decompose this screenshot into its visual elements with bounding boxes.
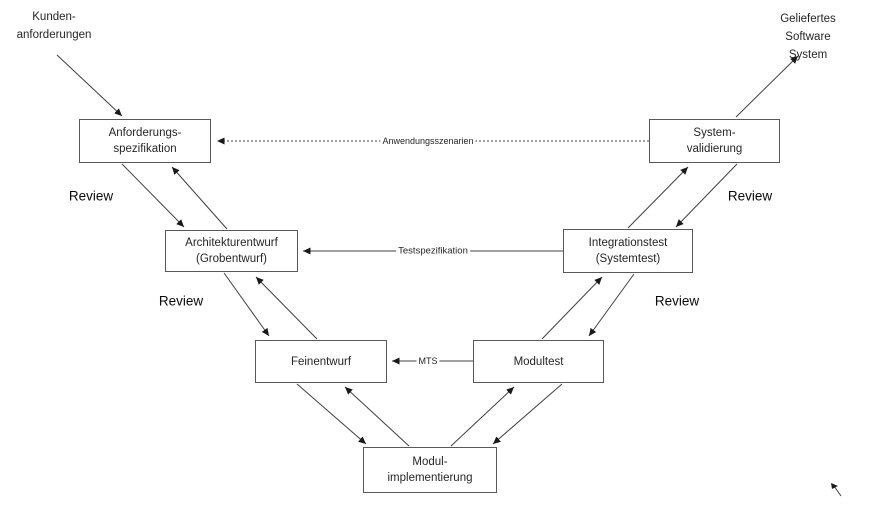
arrow-architecture-to-detaildesign	[223, 272, 270, 337]
arrow-detaildesign-to-implementation	[296, 383, 367, 445]
node-architecture-design: Architekturentwurf (Grobentwurf)	[165, 230, 298, 272]
node-system-validation: System- validierung	[649, 119, 780, 163]
review-label-left-top: Review	[68, 188, 114, 204]
arrow-architecture-to-requirements	[171, 166, 228, 230]
review-label-right-top: Review	[727, 188, 773, 204]
arrow-requirements-to-architecture	[121, 163, 185, 228]
arrow-customer-to-requirements	[56, 54, 123, 117]
node-requirements-specification: Anforderungs- spezifikation	[79, 119, 211, 163]
arrow-detaildesign-to-architecture	[255, 276, 318, 340]
label-customer-requirements: Kunden- anforderungen	[16, 11, 92, 41]
review-label-left-middle: Review	[158, 293, 204, 309]
node-integration-test: Integrationstest (Systemtest)	[563, 229, 693, 273]
edge-label-test-specification: Testspezifikation	[396, 245, 470, 257]
arrow-integrationtest-to-moduletest	[588, 273, 635, 337]
mouse-cursor-icon	[831, 483, 842, 497]
node-detailed-design: Feinentwurf	[255, 340, 387, 383]
edge-label-mts: MTS	[416, 356, 440, 366]
label-delivered-software-system: Geliefertes Software System	[780, 13, 836, 61]
arrow-validation-to-delivered	[735, 55, 799, 118]
edge-label-application-scenarios: Anwendungsszenarien	[380, 136, 476, 146]
arrow-implementation-to-detaildesign	[344, 386, 410, 447]
arrow-moduletest-to-integrationtest	[541, 276, 603, 340]
arrow-implementation-to-moduletest	[450, 386, 515, 447]
review-label-right-middle: Review	[654, 293, 700, 309]
node-module-test: Modultest	[473, 340, 604, 383]
arrow-moduletest-to-implementation	[492, 383, 563, 445]
arrow-validation-to-integrationtest	[675, 163, 738, 228]
node-module-implementation: Modul- implementierung	[363, 447, 497, 493]
arrow-integrationtest-to-validation	[627, 166, 689, 229]
